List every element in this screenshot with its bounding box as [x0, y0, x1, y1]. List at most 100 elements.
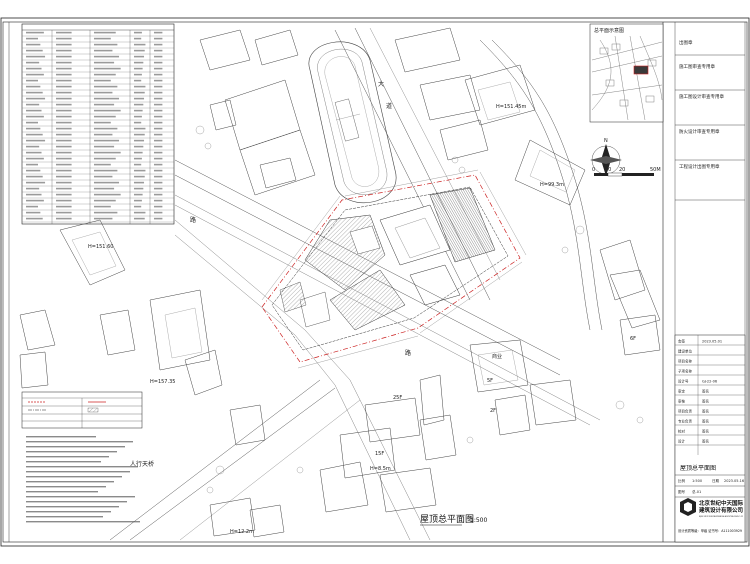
- indicator-cell-text: [94, 187, 115, 190]
- indicator-cell-text: [26, 211, 41, 214]
- indicator-cell-text: [26, 103, 40, 106]
- indicator-cell-text: [26, 85, 41, 88]
- indicator-cell-text: [56, 199, 72, 202]
- indicator-cell-text: [134, 175, 145, 178]
- indicator-cell-text: [154, 91, 163, 94]
- stamp-label-3: 施工图设计审查专用章: [679, 93, 724, 100]
- indicator-cell-text: [134, 115, 142, 118]
- indicator-cell-text: [94, 115, 116, 118]
- svg-text:比例: 比例: [678, 478, 686, 483]
- indicator-cell-text: [26, 31, 44, 34]
- indicator-cell-text: [26, 61, 40, 64]
- indicator-cell-text: [94, 55, 120, 58]
- indicator-cell-text: [134, 73, 142, 76]
- stamp-label-4: 防火设计审查专用章: [679, 128, 720, 135]
- title-row-label: 建设单位: [678, 349, 692, 354]
- indicator-cell-text: [26, 163, 38, 166]
- title-row-value: 签名: [702, 429, 709, 434]
- indicator-cell-text: [94, 37, 111, 40]
- indicator-cell-text: [94, 163, 111, 166]
- indicator-cell-text: [94, 91, 113, 94]
- sheet-inner-border: [2, 21, 748, 543]
- indicator-table: [21, 23, 175, 225]
- existing-buildings-north: [199, 27, 489, 196]
- indicator-cell-text: [56, 193, 72, 196]
- notes-line: [26, 441, 133, 443]
- indicator-cell-text: [94, 49, 113, 52]
- floor-label-5f: 5F: [487, 378, 493, 384]
- indicator-cell-text: [26, 175, 43, 178]
- indicator-cell-text: [56, 133, 72, 136]
- title-block-drawing-no: 总-01: [692, 489, 701, 494]
- title-row-label: 子项名称: [678, 369, 692, 374]
- title-row-value: GJ-22-06: [702, 380, 717, 384]
- title-row-value: 2023.05.01: [702, 340, 722, 344]
- certificate-line: 设计资质等级：甲级 证书号：A111003929: [678, 528, 742, 533]
- company-name-english: BEIJING CENTURY ZHONGTIAN INTERNATIONAL …: [699, 515, 743, 518]
- indicator-cell-text: [56, 205, 72, 208]
- indicator-cell-text: [94, 199, 116, 202]
- indicator-cell-text: [134, 211, 146, 214]
- indicator-cell-text: [134, 187, 144, 190]
- indicator-cell-text: [56, 169, 72, 172]
- company-logo-icon: [680, 498, 696, 516]
- indicator-cell-text: [154, 121, 163, 124]
- indicator-cell-text: [94, 193, 121, 196]
- indicator-cell-text: [134, 157, 142, 160]
- indicator-cell-text: [56, 121, 72, 124]
- indicator-cell-text: [154, 139, 163, 142]
- notes-line: [26, 436, 96, 438]
- scale-bar: 0 10 20 50M: [592, 167, 661, 177]
- height-label-151-45: H=151.45m: [496, 104, 526, 110]
- existing-buildings-west: [19, 219, 223, 396]
- indicator-cell-text: [26, 91, 43, 94]
- indicator-cell-text: [94, 103, 115, 106]
- indicator-cell-text: [26, 139, 46, 142]
- company-name-line1: 北京世纪中天国际: [699, 499, 744, 507]
- indicator-cell-text: [56, 109, 72, 112]
- title-row-label: 项目名称: [678, 359, 692, 364]
- indicator-cell-text: [154, 211, 163, 214]
- indicator-cell-text: [56, 49, 72, 52]
- indicator-cell-text: [154, 103, 163, 106]
- indicator-cell-text: [56, 157, 72, 160]
- indicator-cell-text: [56, 127, 72, 130]
- indicator-cell-text: [56, 103, 72, 106]
- right-panel: 总平面示意图 N 0 10 20 5: [589, 22, 746, 543]
- drawing-title: 屋顶总平面图: [420, 513, 474, 525]
- indicator-cell-text: [134, 43, 146, 46]
- drawing-title-block: 屋顶总平面图 1:500: [420, 513, 487, 526]
- indicator-cell-text: [134, 109, 143, 112]
- indicator-cell-text: [56, 211, 72, 214]
- indicator-cell-text: [134, 61, 144, 64]
- title-row-label: 会签: [678, 339, 686, 344]
- indicator-cell-text: [94, 127, 118, 130]
- indicator-cell-text: [26, 157, 44, 160]
- indicator-cell-text: [94, 175, 113, 178]
- map-labels: H=151.60 H=157.35 H=151.45m H=99.3m 人行天桥…: [88, 80, 636, 535]
- indicator-cell-text: [94, 205, 111, 208]
- height-label-157-35: H=157.35: [150, 379, 175, 385]
- existing-buildings-east: [464, 64, 661, 356]
- indicator-cell-text: [94, 67, 121, 70]
- north-label: N: [604, 138, 608, 144]
- indicator-cell-text: [94, 211, 118, 214]
- stamp-boxes: 出图章 施工图审查专用章 施工图设计审查专用章 防火设计审查专用章 工程设计出图…: [675, 39, 745, 201]
- indicator-cell-text: [134, 217, 145, 220]
- pedestrian-bridge-label: 人行天桥: [130, 460, 154, 468]
- indicator-cell-text: [94, 145, 115, 148]
- svg-text:50M: 50M: [650, 167, 661, 173]
- indicator-cell-text: [154, 97, 163, 100]
- indicator-cell-text: [134, 91, 145, 94]
- indicator-cell-text: [56, 151, 72, 154]
- indicator-cell-text: [26, 181, 46, 184]
- indicator-cell-text: [26, 43, 41, 46]
- indicator-cell-text: [56, 61, 72, 64]
- notes-line: [26, 486, 106, 488]
- notes-line: [26, 521, 140, 523]
- indicator-cell-text: [134, 163, 142, 166]
- title-row-value: 签名: [702, 389, 709, 394]
- indicator-cell-text: [134, 79, 142, 82]
